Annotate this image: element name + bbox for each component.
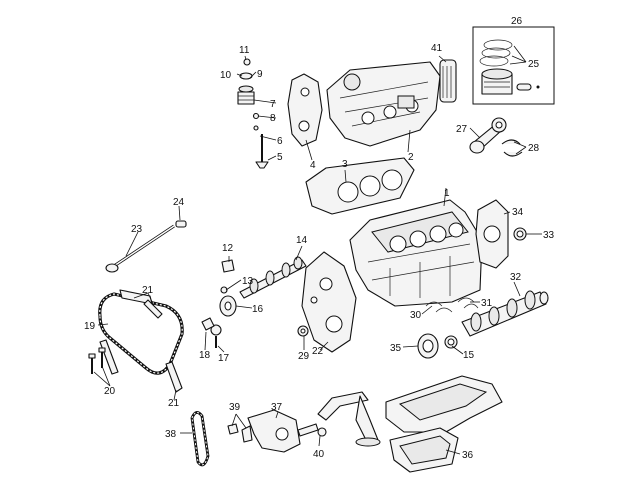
chain-bolts [88, 347, 106, 374]
callout-34: 34 [512, 207, 524, 218]
callout-23: 23 [131, 224, 143, 235]
callout-39: 39 [229, 402, 241, 413]
rear-seal [513, 227, 527, 241]
callout-41: 41 [431, 43, 443, 54]
callout-1: 1 [444, 188, 450, 199]
engine-block [349, 199, 483, 307]
callout-28: 28 [528, 143, 540, 154]
rear-cover [475, 199, 509, 269]
callout-labels: 1 2 3 4 5 6 7 8 9 10 11 12 13 14 15 16 1… [84, 16, 555, 461]
callout-10: 10 [220, 70, 232, 81]
timing-cover-upper [287, 73, 323, 147]
callout-26: 26 [511, 16, 523, 27]
valve-train-parts [237, 58, 269, 169]
crankshaft [461, 290, 549, 337]
harmonic-balancer [417, 333, 439, 359]
leader-lines [93, 45, 542, 455]
callout-5: 5 [277, 152, 283, 163]
oil-pump-chain [190, 411, 210, 467]
timing-chain [98, 292, 184, 375]
callout-40: 40 [313, 449, 325, 460]
callout-6: 6 [277, 136, 283, 147]
callout-13: 13 [242, 276, 254, 287]
callout-19: 19 [84, 321, 96, 332]
callout-7: 7 [270, 99, 276, 110]
callout-11: 11 [239, 45, 250, 56]
callout-27: 27 [456, 124, 468, 135]
callout-31: 31 [481, 298, 493, 309]
callout-3: 3 [342, 159, 348, 170]
callout-24: 24 [173, 197, 185, 208]
callout-37: 37 [271, 402, 283, 413]
callout-9: 9 [257, 69, 263, 80]
callout-8: 8 [270, 113, 276, 124]
head-gasket [305, 157, 415, 215]
callout-35: 35 [390, 343, 402, 354]
callout-2: 2 [408, 152, 414, 163]
oil-pan [385, 375, 503, 473]
main-bearings [425, 297, 479, 313]
callout-18: 18 [199, 350, 211, 361]
dipstick-tube [105, 224, 175, 273]
callout-15: 15 [463, 350, 475, 361]
guide-39 [227, 423, 253, 443]
tensioner-17 [210, 324, 222, 348]
callout-32: 32 [510, 272, 522, 283]
cylinder-head [326, 61, 441, 147]
callout-29: 29 [298, 351, 310, 362]
bolt-18 [201, 317, 215, 331]
callout-33: 33 [543, 230, 555, 241]
callout-20: 20 [104, 386, 116, 397]
callout-38: 38 [165, 429, 177, 440]
rod-bearings [501, 139, 523, 157]
piston-kit-box [472, 26, 555, 105]
callout-12: 12 [222, 243, 234, 254]
callout-17: 17 [218, 353, 230, 364]
callout-36: 36 [462, 450, 474, 461]
callout-25: 25 [528, 59, 540, 70]
connecting-rod [469, 117, 507, 154]
cam-sprocket [219, 295, 237, 317]
callout-30: 30 [410, 310, 422, 321]
callout-16: 16 [252, 304, 264, 315]
oil-filter [439, 59, 457, 103]
front-seal [297, 325, 309, 337]
camshaft [239, 256, 307, 299]
callout-14: 14 [296, 235, 308, 246]
callout-21-lower: 21 [168, 398, 180, 409]
oil-pump [247, 409, 319, 453]
callout-22: 22 [312, 346, 324, 357]
cam-adjuster-parts [220, 259, 235, 294]
cap-24 [175, 220, 187, 228]
callout-4: 4 [310, 160, 316, 171]
callout-21-upper: 21 [142, 285, 154, 296]
timing-cover-front [301, 251, 357, 353]
oil-pickup [317, 391, 381, 447]
crank-sprocket [444, 335, 458, 349]
